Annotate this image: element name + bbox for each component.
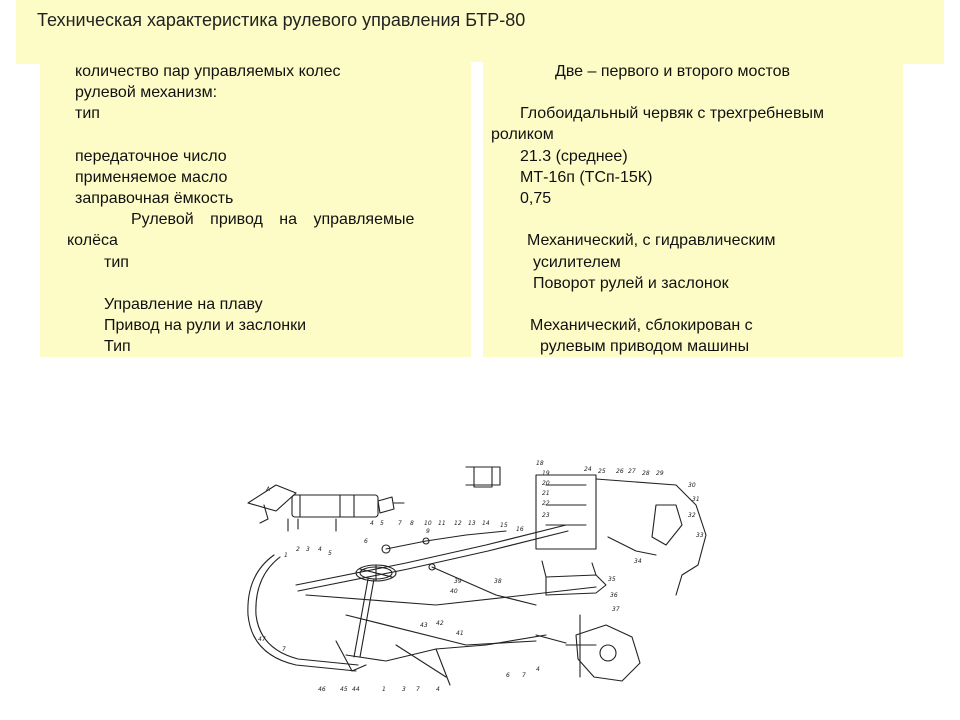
callout: 4: [536, 666, 540, 673]
spec-label: Тип: [104, 338, 131, 355]
callout: 4: [370, 520, 374, 527]
steering-column: [353, 578, 369, 658]
callout: 33: [696, 532, 704, 539]
steering-diagram-svg: А 4 5 7 8 10 11 12 13 14 15 16 19 20 21 …: [247, 460, 707, 693]
spec-label: колёса: [67, 232, 118, 249]
steering-diagram: А 4 5 7 8 10 11 12 13 14 15 16 19 20 21 …: [236, 445, 726, 700]
callout: 12: [454, 520, 462, 527]
callout: 29: [656, 470, 664, 477]
callout: 23: [542, 512, 550, 519]
callout: 8: [410, 520, 414, 527]
callout: 13: [468, 520, 476, 527]
callout: 35: [608, 576, 616, 583]
callout: 7: [398, 520, 402, 527]
callout: 24: [584, 466, 592, 473]
callout: 28: [642, 470, 650, 477]
spec-label: передаточное число: [75, 148, 227, 165]
callout: 2: [296, 546, 300, 553]
spec-label: количество пар управляемых колес: [75, 63, 341, 80]
spec-label: рулевой механизм:: [75, 84, 218, 101]
spec-value: Механический, с гидравлическим: [527, 232, 776, 249]
callout: 6: [364, 538, 368, 545]
callout: 18: [536, 460, 544, 467]
spec-label: применяемое масло: [75, 169, 228, 186]
title-band: [16, 0, 944, 64]
callout: 30: [688, 482, 696, 489]
callout: 5: [380, 520, 384, 527]
callout: 16: [516, 526, 524, 533]
callout: 10: [424, 520, 432, 527]
rudder-frame: [595, 478, 707, 596]
spec-value: Глобоидальный червяк с трехгребневым: [520, 105, 824, 122]
callout: 43: [420, 622, 428, 629]
callout: 20: [542, 480, 550, 487]
callout: 3: [402, 686, 406, 693]
spec-value: 21.3 (среднее): [520, 148, 628, 165]
callout: 9: [426, 528, 430, 535]
callout: 22: [542, 500, 550, 507]
callout: 39: [454, 578, 462, 585]
callout: 38: [494, 578, 502, 585]
spec-label: Управление на плаву: [104, 296, 263, 313]
spec-value: 0,75: [520, 190, 552, 207]
callout: 15: [500, 522, 508, 529]
callout: 36: [610, 592, 618, 599]
callout: 1: [382, 686, 386, 693]
column-divider: [471, 62, 483, 357]
callout: 4: [318, 546, 322, 553]
callout: 31: [692, 496, 700, 503]
tie-rod: [545, 574, 607, 596]
callout: 25: [598, 468, 606, 475]
spec-label: Рулевой привод на управляемые: [131, 211, 415, 228]
spec-value: роликом: [491, 126, 554, 143]
callout: 19: [542, 470, 550, 477]
pedal-bracket: [247, 484, 297, 512]
page-title: Техническая характеристика рулевого упра…: [37, 10, 526, 30]
wheel-hub-housing: [535, 474, 597, 550]
spec-label: тип: [104, 254, 129, 271]
callout: 37: [612, 606, 620, 613]
callout: 3: [306, 546, 310, 553]
callout: 27: [628, 468, 636, 475]
pipe-loop: [247, 554, 357, 672]
callout: 7: [416, 686, 420, 693]
callout: 26: [616, 468, 624, 475]
callout: 1: [284, 552, 288, 559]
callout: 41: [456, 630, 464, 637]
callout: 7: [522, 672, 526, 679]
spec-label: тип: [75, 105, 100, 122]
callout: 21: [542, 490, 550, 497]
callout: 14: [482, 520, 490, 527]
callout: 34: [634, 558, 642, 565]
spec-value: усилителем: [533, 254, 621, 271]
diagram-callouts: А 4 5 7 8 10 11 12 13 14 15 16 19 20 21 …: [258, 460, 704, 693]
spec-label: Привод на рули и заслонки: [104, 317, 307, 334]
callout: 32: [688, 512, 696, 519]
callout-a: А: [265, 486, 270, 493]
callout: 5: [328, 550, 332, 557]
callout: 44: [352, 686, 360, 693]
callout: 42: [436, 620, 444, 627]
callout: 6: [506, 672, 510, 679]
spec-value: рулевым приводом машины: [540, 338, 750, 355]
spec-label: заправочная ёмкость: [75, 190, 234, 207]
callout: 11: [438, 520, 446, 527]
valve-block: [473, 466, 493, 488]
callout: 40: [450, 588, 458, 595]
callout: 4: [436, 686, 440, 693]
steering-knuckle: [575, 624, 641, 682]
spec-value: МТ-16п (ТСп-15К): [520, 169, 653, 186]
callout: 45: [340, 686, 348, 693]
spec-value: Механический, сблокирован с: [530, 317, 753, 334]
callout: 47: [258, 636, 266, 643]
callout: 46: [318, 686, 326, 693]
callout: 7: [282, 646, 286, 653]
spec-value: Две – первого и второго мостов: [555, 63, 790, 80]
power-cylinder: [291, 494, 379, 518]
spec-value: Поворот рулей и заслонок: [533, 275, 729, 292]
